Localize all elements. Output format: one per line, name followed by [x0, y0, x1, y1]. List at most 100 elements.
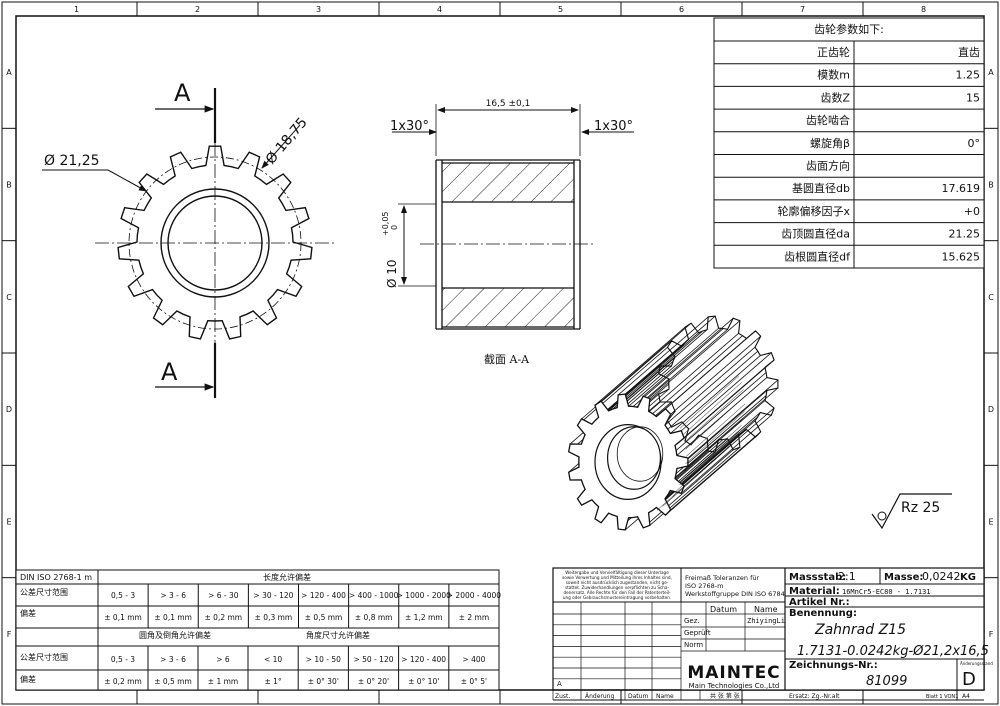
massstab-label: Massstab:: [789, 572, 846, 583]
zone-right-E: E: [988, 518, 993, 527]
copyright-line: soweit nicht ausdrücklich zugestanden, n…: [566, 580, 669, 585]
section-marker-bottom: A: [161, 358, 178, 386]
masse-unit: KG: [960, 572, 976, 583]
gear-param-label: 轮廓偏移因子x: [777, 204, 850, 218]
artikel-label: Artikel Nr.:: [789, 597, 850, 608]
copyright-line: denersatz. Alle Rechte für den Fall der …: [563, 590, 671, 595]
zone-top-7: 7: [800, 5, 805, 14]
company-name: Main Technologies Co.,Ltd: [689, 682, 780, 690]
tolerance-standard: DIN ISO 2768-1 m: [20, 573, 92, 582]
angle-tolerance-title: 角度尺寸允许偏差: [306, 630, 370, 640]
copyright-line: stattet. Zuwiderhandlungen verpflichten …: [565, 585, 670, 590]
gear-param-value: 直齿: [958, 45, 980, 59]
benennung-line1: Zahnrad Z15: [814, 622, 906, 638]
bore-tol-bottom: 0: [390, 225, 399, 230]
section-view-aa: 16,5 ±0,1 1x30° 1x30° Ø 10 +0,05 0 截面 A-…: [381, 99, 634, 366]
aend-label: Änderung: [585, 693, 614, 700]
linear-dev-cell: ± 0,1 mm: [104, 613, 142, 622]
angle-dev-cell: ± 1°: [264, 677, 281, 686]
zone-top-5: 5: [558, 5, 563, 14]
bore-dia-label: Ø 10: [385, 259, 399, 288]
linear-dev-cell: ± 0,3 mm: [255, 613, 293, 622]
angle-range-cell: > 120 - 400: [401, 655, 446, 664]
zone-left-A: A: [6, 68, 12, 77]
masse-value: 0,0242: [922, 570, 961, 583]
gez-label: Gez.: [684, 617, 700, 625]
linear-range-cell: > 3 - 6: [160, 591, 186, 600]
gear-param-label: 基圆直径db: [792, 181, 850, 195]
linear-range-cell: 0,5 - 3: [111, 591, 135, 600]
zeichnung-label: Zeichnungs-Nr.:: [789, 660, 878, 671]
gear-isometric-view: [567, 315, 779, 531]
zone-right-A: A: [988, 68, 994, 77]
gear-table-title: 齿轮参数如下:: [814, 22, 884, 36]
gear-param-label: 齿面方向: [806, 159, 850, 173]
norm-label: Norm: [684, 641, 703, 649]
gear-tooth-profile: [117, 145, 313, 340]
sheets-label: 共 张 第 张: [710, 692, 740, 700]
title-block: Weitergabe und Vervielfältigung dieser U…: [552, 567, 993, 701]
radius-dev-cell: ± 1 mm: [208, 677, 238, 686]
rev-a: A: [557, 680, 562, 688]
zone-left-D: D: [6, 405, 12, 414]
masse-label: Masse:: [884, 572, 923, 583]
benennung-line2: 1.7131-0.0242kg-Ø21,2x16,5: [797, 644, 989, 659]
zone-right-B: B: [988, 181, 994, 190]
hub-circle: [160, 188, 270, 298]
radius-dev-cell: ± 0,2 mm: [104, 677, 142, 686]
range-row-label: 公差尺寸范围: [20, 587, 68, 597]
linear-dev-cell: ± 1,2 mm: [405, 613, 443, 622]
angle-range-row-label: 公差尺寸范围: [20, 652, 68, 662]
gear-param-label: 齿数Z: [820, 91, 850, 104]
aenderung-label: Änderungsstand: [960, 661, 993, 666]
pitch-circle: [128, 156, 302, 330]
gear-front-view: A A Ø 21,25 Ø 18,75: [42, 79, 335, 398]
angle-dev-cell: ± 0° 30': [308, 677, 339, 686]
gear-param-label: 模数m: [817, 69, 850, 82]
angle-range-cell: > 50 - 120: [353, 655, 393, 664]
section-marker-top: A: [174, 79, 191, 107]
massstab-value: 2:1: [838, 570, 856, 583]
roughness-value: Rz 25: [901, 500, 940, 516]
gear-param-value: 17.619: [942, 182, 981, 195]
gear-param-label: 齿根圆直径df: [784, 249, 851, 263]
linear-range-cell: > 30 - 120: [253, 591, 293, 600]
name2-label: Name: [656, 693, 674, 700]
zone-left-B: B: [6, 181, 12, 190]
gear-param-value: 0°: [968, 137, 981, 150]
copyright-line: sowie Verwertung und Mitteilung ihres In…: [562, 575, 672, 580]
material-label: Material:: [789, 586, 840, 597]
zone-left-E: E: [6, 518, 11, 527]
zeichnung-nr: 81099: [866, 674, 907, 689]
blatt-label: Blatt 1 VON1: [926, 694, 958, 700]
name-col-label: Name: [754, 605, 778, 614]
zone-top-8: 8: [921, 5, 926, 14]
gepr-label: Geprüft: [684, 629, 711, 637]
linear-range-cell: > 2000 - 4000: [447, 591, 502, 600]
chamfer-left: 1x30°: [390, 119, 429, 134]
gez-name: ZhiyingLi: [747, 617, 785, 625]
dev-row-label: 偏差: [20, 608, 36, 618]
radius-dev-cell: ± 0,5 mm: [154, 677, 192, 686]
linear-tolerance-title: 长度允许偏差: [263, 572, 311, 582]
zone-top-4: 4: [437, 5, 442, 14]
linear-range-cell: > 6 - 30: [208, 591, 239, 600]
gear-param-value: 21.25: [949, 228, 981, 241]
tolerance-table: DIN ISO 2768-1 m 长度允许偏差 公差尺寸范围 偏差 圆角及倒角允…: [15, 569, 502, 691]
length-dim: 16,5 ±0,1: [486, 99, 531, 109]
gear-param-label: 齿轮啮合: [806, 113, 850, 127]
zone-top-3: 3: [316, 5, 321, 14]
gear-param-value: +0: [964, 205, 980, 218]
gear-param-label: 齿顶圆直径da: [781, 227, 850, 241]
angle-dev-row-label: 偏差: [20, 674, 36, 684]
chamfer-right: 1x30°: [594, 119, 633, 134]
dia-outer-label: Ø 21,25: [44, 153, 100, 169]
radius-range-cell: > 3 - 6: [160, 655, 186, 664]
linear-range-cell: > 1000 - 2000: [397, 591, 452, 600]
angle-range-cell: < 10: [264, 655, 282, 664]
freemass-line: Werkstoffgruppe DIN ISO 6784: [685, 590, 785, 598]
zone-top-2: 2: [195, 5, 200, 14]
freemass-line: ISO 2768-m: [685, 582, 723, 590]
